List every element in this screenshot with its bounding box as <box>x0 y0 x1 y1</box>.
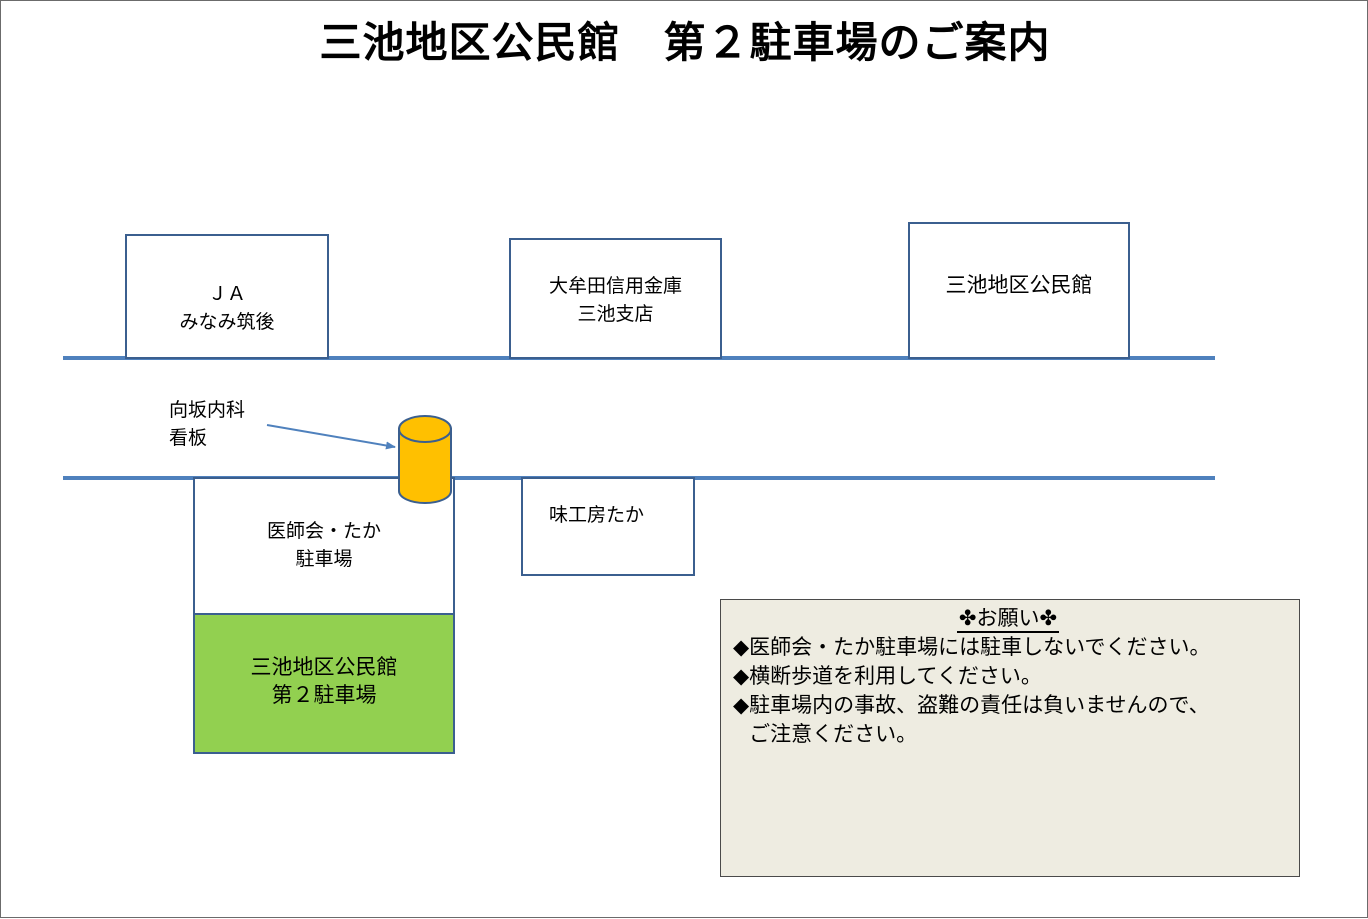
building-ja-subname: みなみ筑後 <box>179 311 275 333</box>
notice-item: ◆ 駐車場内の事故、盗難の責任は負いませんので、 ご注意ください。 <box>733 691 1291 749</box>
building-ja: ＪＡ みなみ筑後 <box>125 234 329 359</box>
notice-item-text: 駐車場内の事故、盗難の責任は負いませんので、 <box>749 693 1210 717</box>
medical-parking-name: 医師会・たか <box>266 520 381 542</box>
building-restaurant: 味工房たか <box>521 477 695 576</box>
diamond-bullet-icon: ◆ <box>733 664 750 688</box>
diamond-bullet-icon: ◆ <box>733 635 750 659</box>
page-title: 三池地区公民館 第２駐車場のご案内 <box>319 18 1051 67</box>
building-community-hall-name: 三池地区公民館 <box>945 273 1093 297</box>
notice-item-text: 医師会・たか駐車場には駐車しないでください。 <box>749 635 1211 659</box>
notice-item: ◆ 医師会・たか駐車場には駐車しないでください。 <box>733 633 1291 662</box>
notice-item: ◆ 横断歩道を利用してください。 <box>733 662 1291 691</box>
cylinder-sign-icon <box>398 415 452 504</box>
building-bank-branch: 三池支店 <box>577 303 654 325</box>
second-parking-label: 第２駐車場 <box>271 683 377 707</box>
notice-box: ✤お願い✤ ◆ 医師会・たか駐車場には駐車しないでください。 ◆ 横断歩道を利用… <box>720 599 1300 877</box>
building-ja-name: ＪＡ <box>207 283 246 305</box>
notice-title: ✤お願い✤ <box>725 604 1291 633</box>
notice-item-text-continued: ご注意ください。 <box>749 722 918 746</box>
sign-label-board: 看板 <box>169 427 208 449</box>
medical-parking-label: 駐車場 <box>295 548 353 570</box>
second-parking-name: 三池地区公民館 <box>250 655 398 679</box>
second-parking-lot: 三池地区公民館 第２駐車場 <box>193 613 455 754</box>
building-bank-name: 大牟田信用金庫 <box>548 275 682 297</box>
sign-label-clinic: 向坂内科 <box>169 399 246 421</box>
diamond-bullet-icon: ◆ <box>733 693 750 717</box>
sign-label: 向坂内科 看板 <box>169 396 245 452</box>
building-bank: 大牟田信用金庫 三池支店 <box>509 238 722 359</box>
notice-item-text: 横断歩道を利用してください。 <box>749 664 1042 688</box>
building-restaurant-name: 味工房たか <box>549 504 645 526</box>
sign-pointer-arrow <box>266 424 396 450</box>
building-community-hall: 三池地区公民館 <box>908 222 1130 359</box>
